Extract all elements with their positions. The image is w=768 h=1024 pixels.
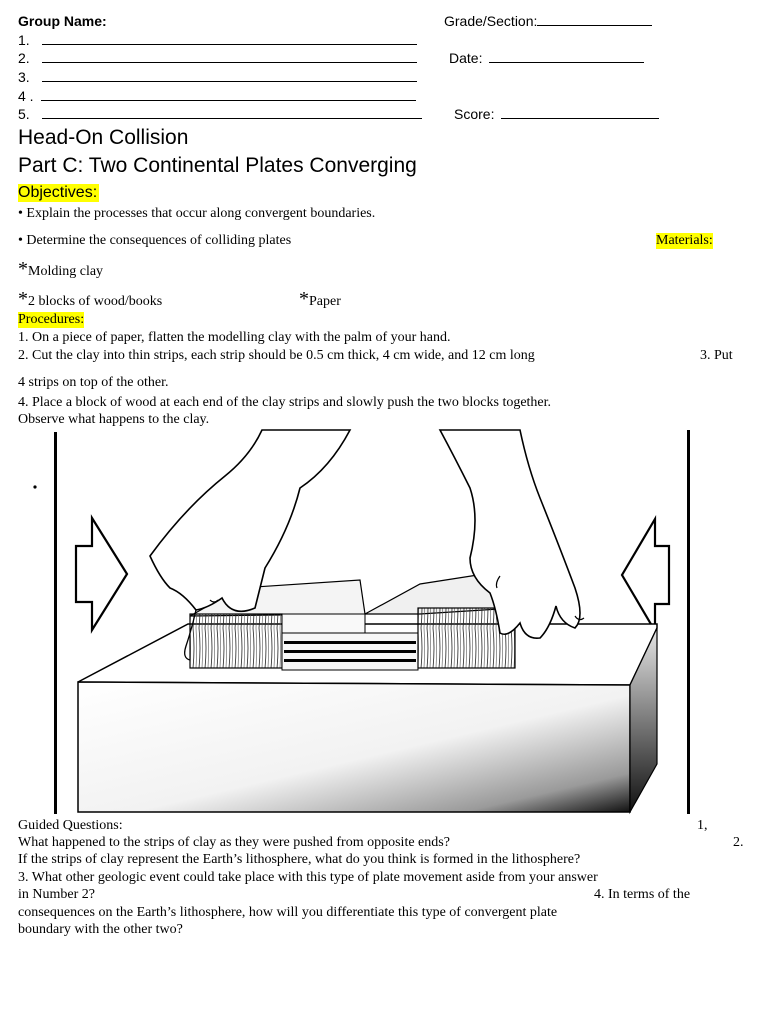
right-arrow-icon — [620, 514, 671, 636]
question-line: What happened to the strips of clay as t… — [18, 835, 450, 850]
left-hand-nail — [209, 599, 219, 603]
question-line: boundary with the other two? — [18, 922, 183, 937]
group-name-label: Group Name: — [18, 13, 107, 29]
question-line: 4. In terms of the — [594, 887, 691, 902]
material-label: Molding clay — [28, 264, 104, 279]
right-hand-nail — [574, 615, 585, 621]
clay-experiment-illustration — [33, 429, 690, 815]
grade-section-line — [537, 14, 653, 26]
date-field[interactable]: Date: — [449, 50, 645, 66]
clay-strip-layer — [284, 641, 416, 644]
member-field-2[interactable]: 2. — [18, 50, 417, 66]
left-arrow-icon — [74, 514, 129, 634]
page-title: Head-On Collision — [18, 126, 189, 149]
grade-section-label: Grade/Section: — [444, 13, 538, 29]
member-field-5[interactable]: 5. — [18, 106, 422, 122]
question-line: consequences on the Earth’s lithosphere,… — [18, 905, 558, 920]
right-boundary-line — [687, 430, 690, 814]
score-line — [501, 107, 660, 119]
materials-heading: Materials: — [656, 233, 713, 249]
procedure-line: Observe what happens to the clay. — [18, 412, 210, 427]
dot-mark — [33, 485, 37, 489]
question-line: 1, — [697, 818, 708, 833]
left-boundary-line — [54, 432, 57, 814]
right-hand-icon — [438, 429, 581, 640]
table-side — [629, 627, 658, 815]
table-front — [77, 681, 631, 813]
right-hand-nail — [495, 575, 501, 589]
left-hand-finger — [184, 609, 197, 661]
left-wood-block-front — [189, 613, 283, 669]
objectives-heading: Objectives: — [18, 184, 100, 202]
procedure-line: 2. Cut the clay into thin strips, each s… — [18, 348, 535, 363]
material-item: *Molding clay — [18, 258, 103, 281]
procedures-heading: Procedures: — [18, 312, 85, 328]
left-hand-icon — [149, 429, 352, 613]
member-number: 3. — [18, 69, 30, 85]
member-line — [41, 89, 417, 101]
member-line — [41, 51, 417, 63]
bullet-asterisk: * — [299, 288, 309, 310]
question-line: in Number 2? — [18, 887, 95, 902]
clay-strip-layer — [284, 659, 416, 662]
material-item: *Paper — [299, 288, 341, 311]
grade-section-field[interactable]: Grade/Section: — [444, 13, 653, 29]
procedure-line: 1. On a piece of paper, flatten the mode… — [18, 330, 451, 345]
member-field-4[interactable]: 4 . — [18, 88, 417, 104]
procedure-line: 4 strips on top of the other. — [18, 375, 169, 390]
procedure-line: 4. Place a block of wood at each end of … — [18, 395, 552, 410]
score-field[interactable]: Score: — [454, 106, 660, 122]
question-line: 3. What other geologic event could take … — [18, 870, 598, 885]
member-line — [41, 33, 417, 45]
member-number: 4 . — [18, 88, 34, 104]
member-field-1[interactable]: 1. — [18, 32, 417, 48]
member-number: 5. — [18, 106, 30, 122]
clay-strip-layer — [284, 650, 416, 653]
member-line — [41, 107, 422, 119]
material-label: Paper — [309, 294, 341, 309]
guided-questions-heading: Guided Questions: — [18, 818, 123, 833]
date-line — [489, 51, 645, 63]
objective-item: • Explain the processes that occur along… — [18, 206, 376, 221]
member-field-3[interactable]: 3. — [18, 69, 417, 85]
member-number: 2. — [18, 50, 30, 66]
bullet-asterisk: * — [18, 258, 28, 280]
member-line — [41, 70, 417, 82]
objective-item: • Determine the consequences of collidin… — [18, 233, 292, 248]
material-item: *2 blocks of wood/books — [18, 288, 162, 311]
member-number: 1. — [18, 32, 30, 48]
date-label: Date: — [449, 50, 483, 66]
page-subtitle: Part C: Two Continental Plates Convergin… — [18, 154, 417, 177]
question-line: 2. — [733, 835, 744, 850]
left-wood-block-side — [281, 613, 366, 634]
question-line: If the strips of clay represent the Eart… — [18, 852, 581, 867]
procedure-line: 3. Put — [700, 348, 733, 363]
bullet-asterisk: * — [18, 288, 28, 310]
material-label: 2 blocks of wood/books — [28, 294, 163, 309]
score-label: Score: — [454, 106, 495, 122]
